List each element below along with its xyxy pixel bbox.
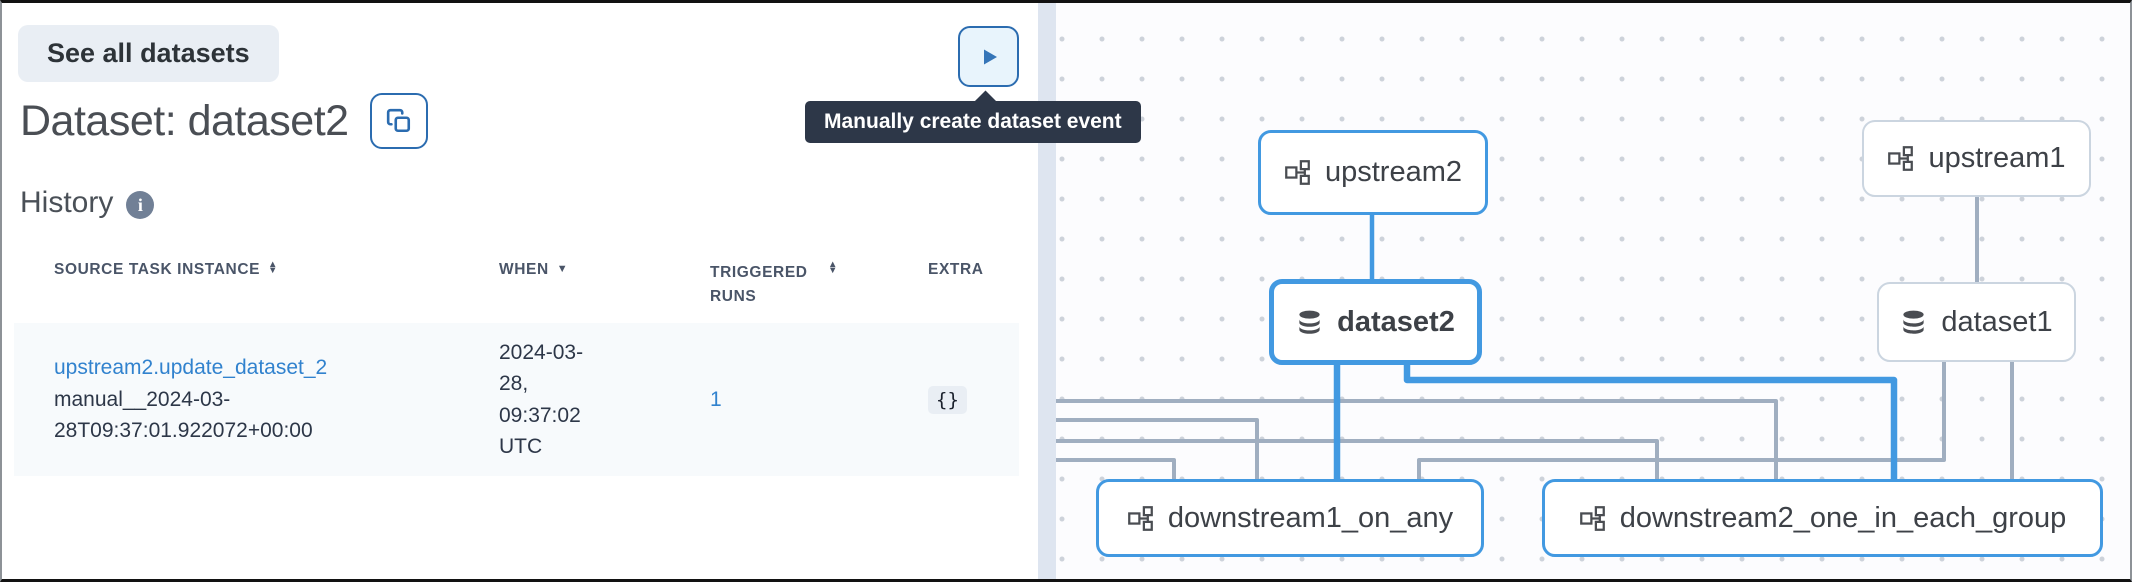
dag-icon <box>1285 160 1310 185</box>
source-run-id: manual__2024-03-28T09:37:01.922072+00:00 <box>54 387 313 443</box>
edge-offscreen-downstream2-a <box>1056 399 1778 479</box>
dataset-events-table: SOURCE TASK INSTANCE ▲▼ WHEN ▼ TRIGGERED… <box>14 247 1019 476</box>
info-icon[interactable]: i <box>126 191 155 219</box>
edge-offscreen-downstream1-a <box>1056 418 1259 479</box>
extra-json-chip: {} <box>928 385 967 414</box>
triggered-runs-cell: 1 <box>670 384 888 416</box>
source-task-instance-cell: upstream2.update_dataset_2 manual__2024-… <box>14 352 459 447</box>
table-header-row: SOURCE TASK INSTANCE ▲▼ WHEN ▼ TRIGGERED… <box>14 247 1019 323</box>
table-row: upstream2.update_dataset_2 manual__2024-… <box>14 323 1019 476</box>
edge-offscreen-downstream2-b <box>1056 439 1659 479</box>
history-row: History i <box>20 186 155 220</box>
graph-node-dataset1[interactable]: dataset1 <box>1877 282 2076 362</box>
dataset-details-panel: See all datasets Dataset: dataset2 Histo… <box>2 3 1141 579</box>
copy-icon <box>386 108 410 133</box>
edge-dataset2-downstream2 <box>1403 363 1898 479</box>
copy-uri-button[interactable] <box>369 93 428 149</box>
history-heading: History <box>20 186 114 219</box>
column-header-triggered-runs[interactable]: TRIGGERED RUNS ▲▼ <box>710 259 839 306</box>
graph-node-downstream2-one-in-each-group[interactable]: downstream2_one_in_each_group <box>1542 479 2103 557</box>
column-header-extra: EXTRA <box>928 261 984 278</box>
lineage-graph-panel[interactable]: upstream2 upstream1 dataset2 <box>1056 3 2130 579</box>
when-cell: 2024-03-28, 09:37:02 UTC <box>499 340 584 459</box>
source-task-instance-link[interactable]: upstream2.update_dataset_2 <box>54 356 328 380</box>
extra-cell: {} <box>888 384 1019 416</box>
graph-node-upstream1[interactable]: upstream1 <box>1862 120 2091 197</box>
database-icon <box>1299 310 1320 334</box>
create-dataset-event-tooltip: Manually create dataset event <box>805 101 1141 143</box>
column-header-source-task-instance[interactable]: SOURCE TASK INSTANCE ▲▼ <box>54 259 279 278</box>
sort-desc-icon[interactable]: ▼ <box>556 263 569 275</box>
see-all-datasets-button[interactable]: See all datasets <box>18 25 279 82</box>
column-header-when[interactable]: WHEN ▼ <box>499 261 569 278</box>
sort-icon[interactable]: ▲▼ <box>268 259 279 276</box>
database-icon <box>1903 310 1924 334</box>
graph-node-downstream1-on-any[interactable]: downstream1_on_any <box>1096 479 1484 557</box>
dag-icon <box>1579 505 1605 531</box>
dag-icon <box>1127 505 1153 531</box>
page-title: Dataset: dataset2 <box>20 96 349 145</box>
graph-edges <box>1056 196 2014 479</box>
create-dataset-event-button[interactable] <box>958 26 1019 87</box>
graph-node-upstream2[interactable]: upstream2 <box>1258 130 1488 215</box>
graph-node-dataset2[interactable]: dataset2 <box>1269 279 1482 365</box>
dag-icon <box>1888 146 1914 171</box>
sort-icon[interactable]: ▲▼ <box>828 259 839 276</box>
title-row: Dataset: dataset2 <box>20 93 428 149</box>
panel-resize-divider[interactable] <box>1038 3 1056 579</box>
triggered-runs-link[interactable]: 1 <box>710 387 722 411</box>
edge-offscreen-downstream1-b <box>1056 458 1176 479</box>
edge-dataset1-downstream1 <box>1417 361 1946 479</box>
play-icon <box>983 49 997 64</box>
